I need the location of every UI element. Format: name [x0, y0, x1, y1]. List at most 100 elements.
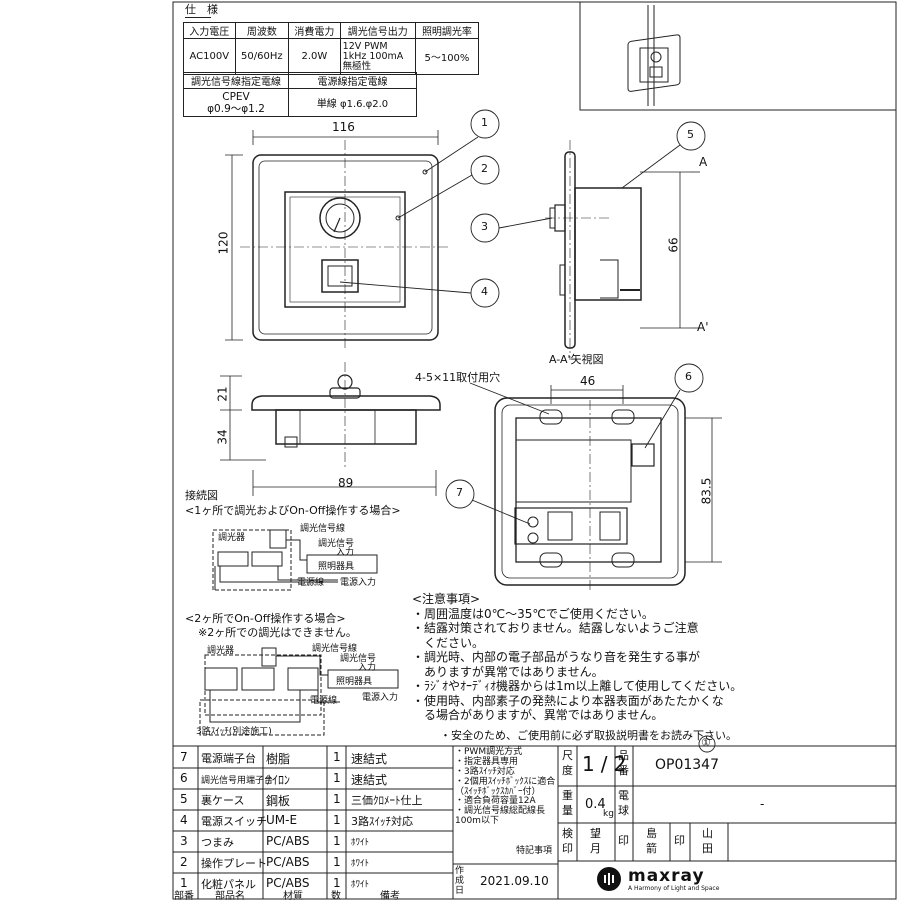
wire-signal-type: CPEV: [222, 90, 250, 103]
dim-height-120: 120: [216, 231, 231, 255]
part-note: 速結式: [351, 752, 388, 766]
weight-unit: kg: [603, 809, 614, 819]
callout-3: 3: [481, 220, 488, 233]
dim-height-83-5: 83.5: [699, 477, 714, 505]
sheet-border: [172, 1, 897, 900]
rear-view: [494, 397, 686, 590]
part-mat: PC/ABS: [266, 855, 310, 869]
dim-height-34: 34: [215, 429, 230, 445]
note-line: ・ﾗｼﾞｵやｵｰﾃﾞｨｵ機器からは1m以上離して使用してください。: [412, 679, 743, 693]
parts-header-note: 備考: [380, 891, 400, 902]
part-no: 3: [180, 834, 188, 848]
wiring-case-2-note: ※2ヶ所での調光はできません。: [198, 626, 357, 639]
callout-1: 1: [481, 116, 488, 129]
remarks-list: ・PWM調光方式 ・指定器具専用 ・3路ｽｲｯﾁ対応 ・2個用ｽｲｯﾁﾎﾞｯｸｽ…: [455, 747, 555, 827]
spec-value-signal: 12V PWM 1kHz 100mA 無極性: [339, 38, 416, 75]
inspector-1: 望月: [590, 827, 601, 855]
spec-value-dimming: 5～100%: [414, 38, 480, 75]
hinban-value: OP01347: [655, 757, 719, 773]
signal-line-1: 12V PWM: [342, 40, 388, 52]
top-dims: [220, 375, 437, 496]
part-no: 4: [180, 813, 188, 827]
w1-fixture: 照明器具: [318, 562, 355, 572]
spec-title: 仕 様: [185, 3, 218, 16]
spec-value-voltage: AC100V: [183, 38, 236, 75]
section-mark-a-prime: A': [697, 320, 709, 334]
part-mat: 鋼板: [266, 794, 291, 808]
part-mat: PC/ABS: [266, 876, 310, 890]
signal-line-3: 無極性: [342, 60, 372, 72]
parts-header-name: 部品名: [215, 891, 245, 902]
note-line: ・使用時、内部素子の発熱により本器表面があたたかくな: [412, 693, 724, 708]
wire-power-spec: 単線 φ1.6.φ2.0: [288, 88, 417, 117]
w2-power-in: 電源入力: [362, 693, 399, 703]
wire-table: 調光信号線指定電線 電源線指定電線 CPEV φ0.9～φ1.2 単線 φ1.6…: [183, 72, 417, 117]
weight-label: 重量: [562, 789, 573, 817]
top-view: [251, 362, 441, 470]
rear-dims: [469, 382, 722, 563]
wiring-diagram-2: [199, 647, 399, 736]
part-no: 2: [180, 855, 188, 869]
section-view-title: A-A'矢視図: [549, 353, 604, 366]
part-no: 7: [180, 750, 188, 764]
wire-header: 電源線指定電線: [288, 72, 417, 89]
stamp-2: 印: [674, 834, 685, 847]
part-qty: 1: [333, 876, 341, 890]
w1-power-line: 電源線: [297, 578, 325, 588]
w2-power-line: 電源線: [310, 696, 338, 706]
wiring-case-2: <2ヶ所でOn-Off操作する場合>: [185, 612, 346, 625]
perspective-sketch: [627, 5, 681, 106]
part-qty: 1: [333, 834, 341, 848]
scale-label: 尺度: [562, 749, 573, 777]
created-label: 作成日: [455, 866, 465, 896]
part-qty: 1: [333, 771, 341, 785]
part-mat: PC/ABS: [266, 834, 310, 848]
part-no: 1: [180, 876, 188, 890]
inspector-2: 島箭: [646, 827, 657, 855]
callout-6: 6: [685, 370, 692, 383]
signal-line-2: 1kHz 100mA: [342, 50, 404, 62]
w1-dimmer: 調光器: [218, 533, 246, 543]
inspector-3: 山田: [702, 827, 713, 855]
part-name: 操作プレート: [201, 857, 267, 870]
w2-switch-note: 3路ｽｲｯﾁ(別途施工): [196, 727, 272, 737]
wire-signal-gauge: φ0.9～φ1.2: [207, 102, 265, 115]
callout-7: 7: [456, 486, 463, 499]
remark-line: ・適合負荷容量12A: [455, 796, 536, 807]
wiring-diagram-1: [212, 529, 378, 591]
dim-height-21: 21: [215, 386, 230, 402]
note-line: <注意事項>: [412, 592, 481, 606]
part-qty: 1: [333, 813, 341, 827]
part-name: 電源スイッチ: [201, 815, 267, 828]
part-note: ﾎﾜｲﾄ: [351, 880, 370, 890]
lamp-label: 電球: [618, 789, 629, 817]
side-view: [545, 140, 642, 360]
part-name: 調光信号用端子台: [201, 776, 274, 786]
part-qty: 1: [333, 750, 341, 764]
part-name: つまみ: [201, 836, 234, 849]
part-note: 三価ｸﾛﾒｰﾄ仕上: [351, 794, 423, 807]
part-note: 速結式: [351, 773, 388, 787]
spec-header: 入力電圧: [183, 22, 236, 39]
note-line: る場合がありますが、異常ではありません。: [412, 708, 664, 722]
spec-header: 消費電力: [288, 22, 341, 39]
w1-signal-in-2: 入力: [336, 548, 355, 558]
note-line: ください。: [412, 635, 485, 650]
callout-leaders: [339, 109, 716, 753]
part-no: 5: [180, 792, 188, 806]
parts-header-no: 部番: [174, 891, 194, 902]
hinban-label: 品番: [618, 749, 629, 777]
w2-signal-in-2: 入力: [358, 663, 377, 673]
dim-width-116: 116: [332, 120, 355, 134]
w2-dimmer: 調光器: [207, 646, 235, 656]
part-note: ﾎﾜｲﾄ: [351, 838, 370, 848]
spec-value-frequency: 50/60Hz: [234, 38, 290, 75]
remark-line: （ｽｲｯﾁﾎﾞｯｸｽｶﾊﾞｰ付）: [455, 786, 541, 797]
w2-signal-in-1: 調光信号: [340, 654, 377, 664]
part-note: 3路ｽｲｯﾁ対応: [351, 815, 413, 828]
brand-logo: maxray A Harmony of Light and Space: [596, 866, 719, 892]
part-name: 電源端子台: [201, 752, 256, 765]
safety-note: ・安全のため、ご使用前に必ず取扱説明書をお読み下さい。: [440, 729, 737, 742]
w1-signal-line: 調光信号線: [300, 524, 346, 534]
